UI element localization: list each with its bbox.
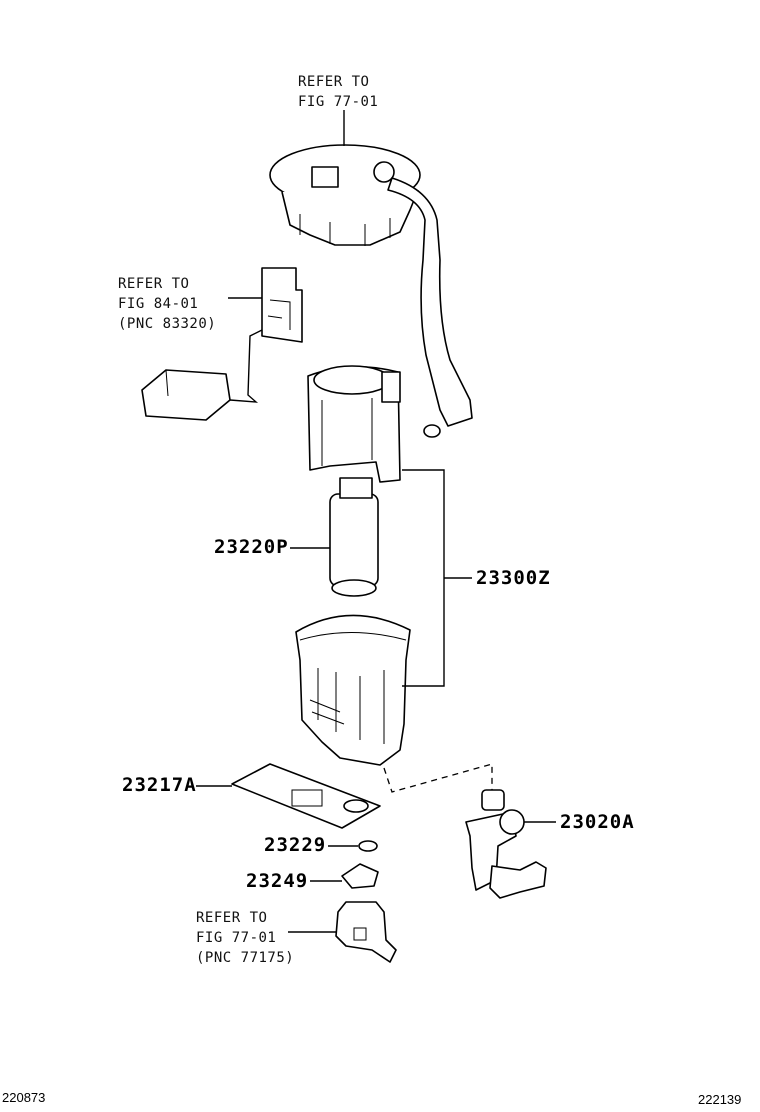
ref-top-line2: FIG 77-01: [298, 94, 379, 110]
ref-sender-line1: REFER TO: [118, 276, 190, 292]
part-number-ring[interactable]: 23229: [264, 834, 327, 856]
illustration-code-right: 222139: [698, 1092, 742, 1107]
pump-bracket-flange: [269, 144, 421, 246]
illustration-code-left: 220873: [2, 1090, 46, 1105]
part-number-regulator[interactable]: 23020A: [560, 811, 635, 833]
ref-bottom-line3: (PNC 77175): [196, 950, 295, 966]
ref-top-line1: REFER TO: [298, 74, 370, 90]
bottom-cup: [288, 901, 397, 963]
fuel-hose: [387, 177, 473, 427]
ref-bottom-line2: FIG 77-01: [196, 930, 277, 946]
part-number-strainer[interactable]: 23217A: [122, 774, 197, 796]
fuel-strainer: [196, 763, 381, 829]
part-number-pump[interactable]: 23220P: [214, 536, 289, 558]
o-ring: [358, 840, 378, 852]
ref-bottom-line1: REFER TO: [196, 910, 268, 926]
hose-end: [423, 424, 441, 438]
fuel-filter-upper: [307, 365, 401, 483]
part-number-retainer[interactable]: 23249: [246, 870, 309, 892]
fuel-pump: [329, 477, 379, 597]
part-number-filter-assy[interactable]: 23300Z: [476, 567, 551, 589]
fuel-filter-lower: [295, 614, 411, 766]
retainer: [341, 863, 379, 889]
pressure-regulator: [465, 789, 556, 899]
fuel-sender-gauge: [141, 267, 303, 421]
ref-sender-line3: (PNC 83320): [118, 316, 217, 332]
ref-sender-line2: FIG 84-01: [118, 296, 199, 312]
